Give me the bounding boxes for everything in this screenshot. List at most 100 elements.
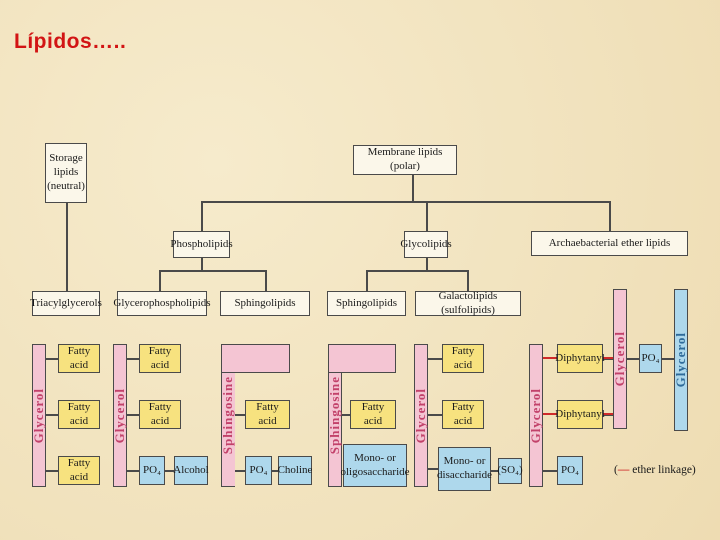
fatty-acid-label: Fatty acid <box>256 400 279 427</box>
glycerol-backbone: Glycerol <box>111 344 127 487</box>
sphingolipids-glyco-box: Sphingolipids <box>327 291 406 316</box>
bond-line <box>46 358 58 360</box>
connector <box>66 203 68 291</box>
ether-linkage-legend: (— ether linkage) <box>614 464 696 476</box>
bond-line <box>491 470 498 472</box>
glycerol-label: Glycerol <box>611 331 627 387</box>
phosphate-box: PO₄ <box>139 456 165 485</box>
sphingolipids-box: Sphingolipids <box>220 291 310 316</box>
connector <box>467 270 469 291</box>
bond-line <box>342 414 350 416</box>
bond-line <box>627 358 639 360</box>
phosphate-label: PO₄ <box>641 351 660 364</box>
fatty-acid-box: Fatty acid <box>58 400 100 429</box>
fatty-acid-box: Fatty acid <box>245 400 290 429</box>
bond-line <box>543 470 557 472</box>
phospholipids-label: Phospholipids <box>170 237 233 250</box>
choline-box: Choline <box>278 456 312 485</box>
bond-line <box>127 470 139 472</box>
phosphate-box: PO₄ <box>557 456 583 485</box>
galactolipids-box: Galactolipids (sulfolipids) <box>415 289 521 316</box>
phosphate-box: PO₄ <box>245 456 272 485</box>
connector <box>412 175 414 201</box>
fatty-acid-box: Fatty acid <box>58 456 100 485</box>
connector <box>159 270 161 291</box>
diphytanyl-box: Diphytanyl <box>555 344 605 373</box>
glycerol-label: Glycerol <box>111 387 127 444</box>
bond-line <box>235 414 245 416</box>
bond-line <box>46 414 58 416</box>
diphytanyl-label: Diphytanyl <box>555 351 605 364</box>
bond-line <box>46 470 58 472</box>
connector <box>609 201 611 231</box>
fatty-acid-label: Fatty acid <box>148 400 172 427</box>
bond-line <box>272 470 278 472</box>
legend-open: ( <box>614 464 618 476</box>
galactolipids-label: Galactolipids (sulfolipids) <box>438 289 498 316</box>
slide-title: Lípidos….. <box>14 30 127 53</box>
ether-linkage-mark <box>603 413 613 415</box>
glycerol-label: Glycerol <box>30 387 46 444</box>
storage-lipids-label: Storage lipids (neutral) <box>47 152 85 192</box>
alcohol-label: Alcohol <box>173 463 209 476</box>
sphingosine-label: Sphingosine <box>220 376 236 455</box>
fatty-acid-box: Fatty acid <box>139 344 181 373</box>
bond-line <box>662 358 674 360</box>
glycerol-backbone: Glycerol <box>672 289 688 431</box>
bond-line <box>428 468 438 470</box>
ether-linkage-mark <box>543 413 557 415</box>
phosphate-label: PO₄ <box>143 463 161 476</box>
glycerol-backbone: Glycerol <box>527 344 543 487</box>
glycerol-backbone: Glycerol <box>412 344 428 487</box>
sulfate-label: (SO₄) <box>497 464 523 477</box>
connector <box>159 270 266 272</box>
oligosaccharide-box: Mono- or oligosaccharide <box>340 444 410 487</box>
glycerol-label: Glycerol <box>412 387 428 444</box>
membrane-lipids-label: Membrane lipids (polar) <box>367 146 443 172</box>
fatty-acid-label: Fatty acid <box>67 456 91 483</box>
fatty-acid-box: Fatty acid <box>350 400 396 429</box>
bond-line <box>428 358 442 360</box>
archaebacterial-box: Archaebacterial ether lipids <box>531 231 688 256</box>
bond-line <box>235 470 245 472</box>
glycerol-backbone: Glycerol <box>30 344 46 487</box>
glycerol-label: Glycerol <box>672 332 688 388</box>
connector <box>366 270 368 291</box>
triacylglycerols-label: Triacylglycerols <box>30 296 102 309</box>
bond-line <box>127 414 139 416</box>
fatty-acid-label: Fatty acid <box>451 344 475 371</box>
ether-linkage-mark <box>603 357 613 359</box>
oligosaccharide-label: Mono- or oligosaccharide <box>340 451 410 478</box>
bond-line <box>127 358 139 360</box>
connector <box>201 258 203 270</box>
disaccharide-label: Mono- or disaccharide <box>437 455 492 481</box>
triacylglycerols-box: Triacylglycerols <box>30 291 102 316</box>
phospholipids-box: Phospholipids <box>170 231 233 258</box>
connector <box>201 201 203 231</box>
sulfate-box: (SO₄) <box>497 458 523 484</box>
fatty-acid-label: Fatty acid <box>361 400 385 427</box>
ether-linkage-mark <box>543 357 557 359</box>
fatty-acid-label: Fatty acid <box>67 400 91 427</box>
fatty-acid-box: Fatty acid <box>442 344 484 373</box>
glycerol-label: Glycerol <box>527 387 543 444</box>
alcohol-box: Alcohol <box>173 456 209 485</box>
fatty-acid-label: Fatty acid <box>451 400 475 427</box>
glycerophospholipids-label: Glycerophospholipids <box>113 296 211 309</box>
phosphate-box: PO₄ <box>639 344 662 373</box>
legend-text: ether linkage) <box>632 464 696 476</box>
connector <box>201 201 610 203</box>
connector <box>426 258 428 270</box>
fatty-acid-box: Fatty acid <box>139 400 181 429</box>
fatty-acid-label: Fatty acid <box>67 344 91 371</box>
phosphate-label: PO₄ <box>249 463 268 476</box>
glycerophospholipids-box: Glycerophospholipids <box>113 291 211 316</box>
glycolipids-box: Glycolipids <box>400 231 452 258</box>
connector <box>265 270 267 291</box>
disaccharide-box: Mono- or disaccharide <box>437 447 492 491</box>
glycerol-backbone: Glycerol <box>611 289 627 429</box>
diphytanyl-box: Diphytanyl <box>555 400 605 429</box>
sphingolipids-label: Sphingolipids <box>234 296 296 309</box>
phosphate-label: PO₄ <box>561 463 579 476</box>
fatty-acid-box: Fatty acid <box>58 344 100 373</box>
